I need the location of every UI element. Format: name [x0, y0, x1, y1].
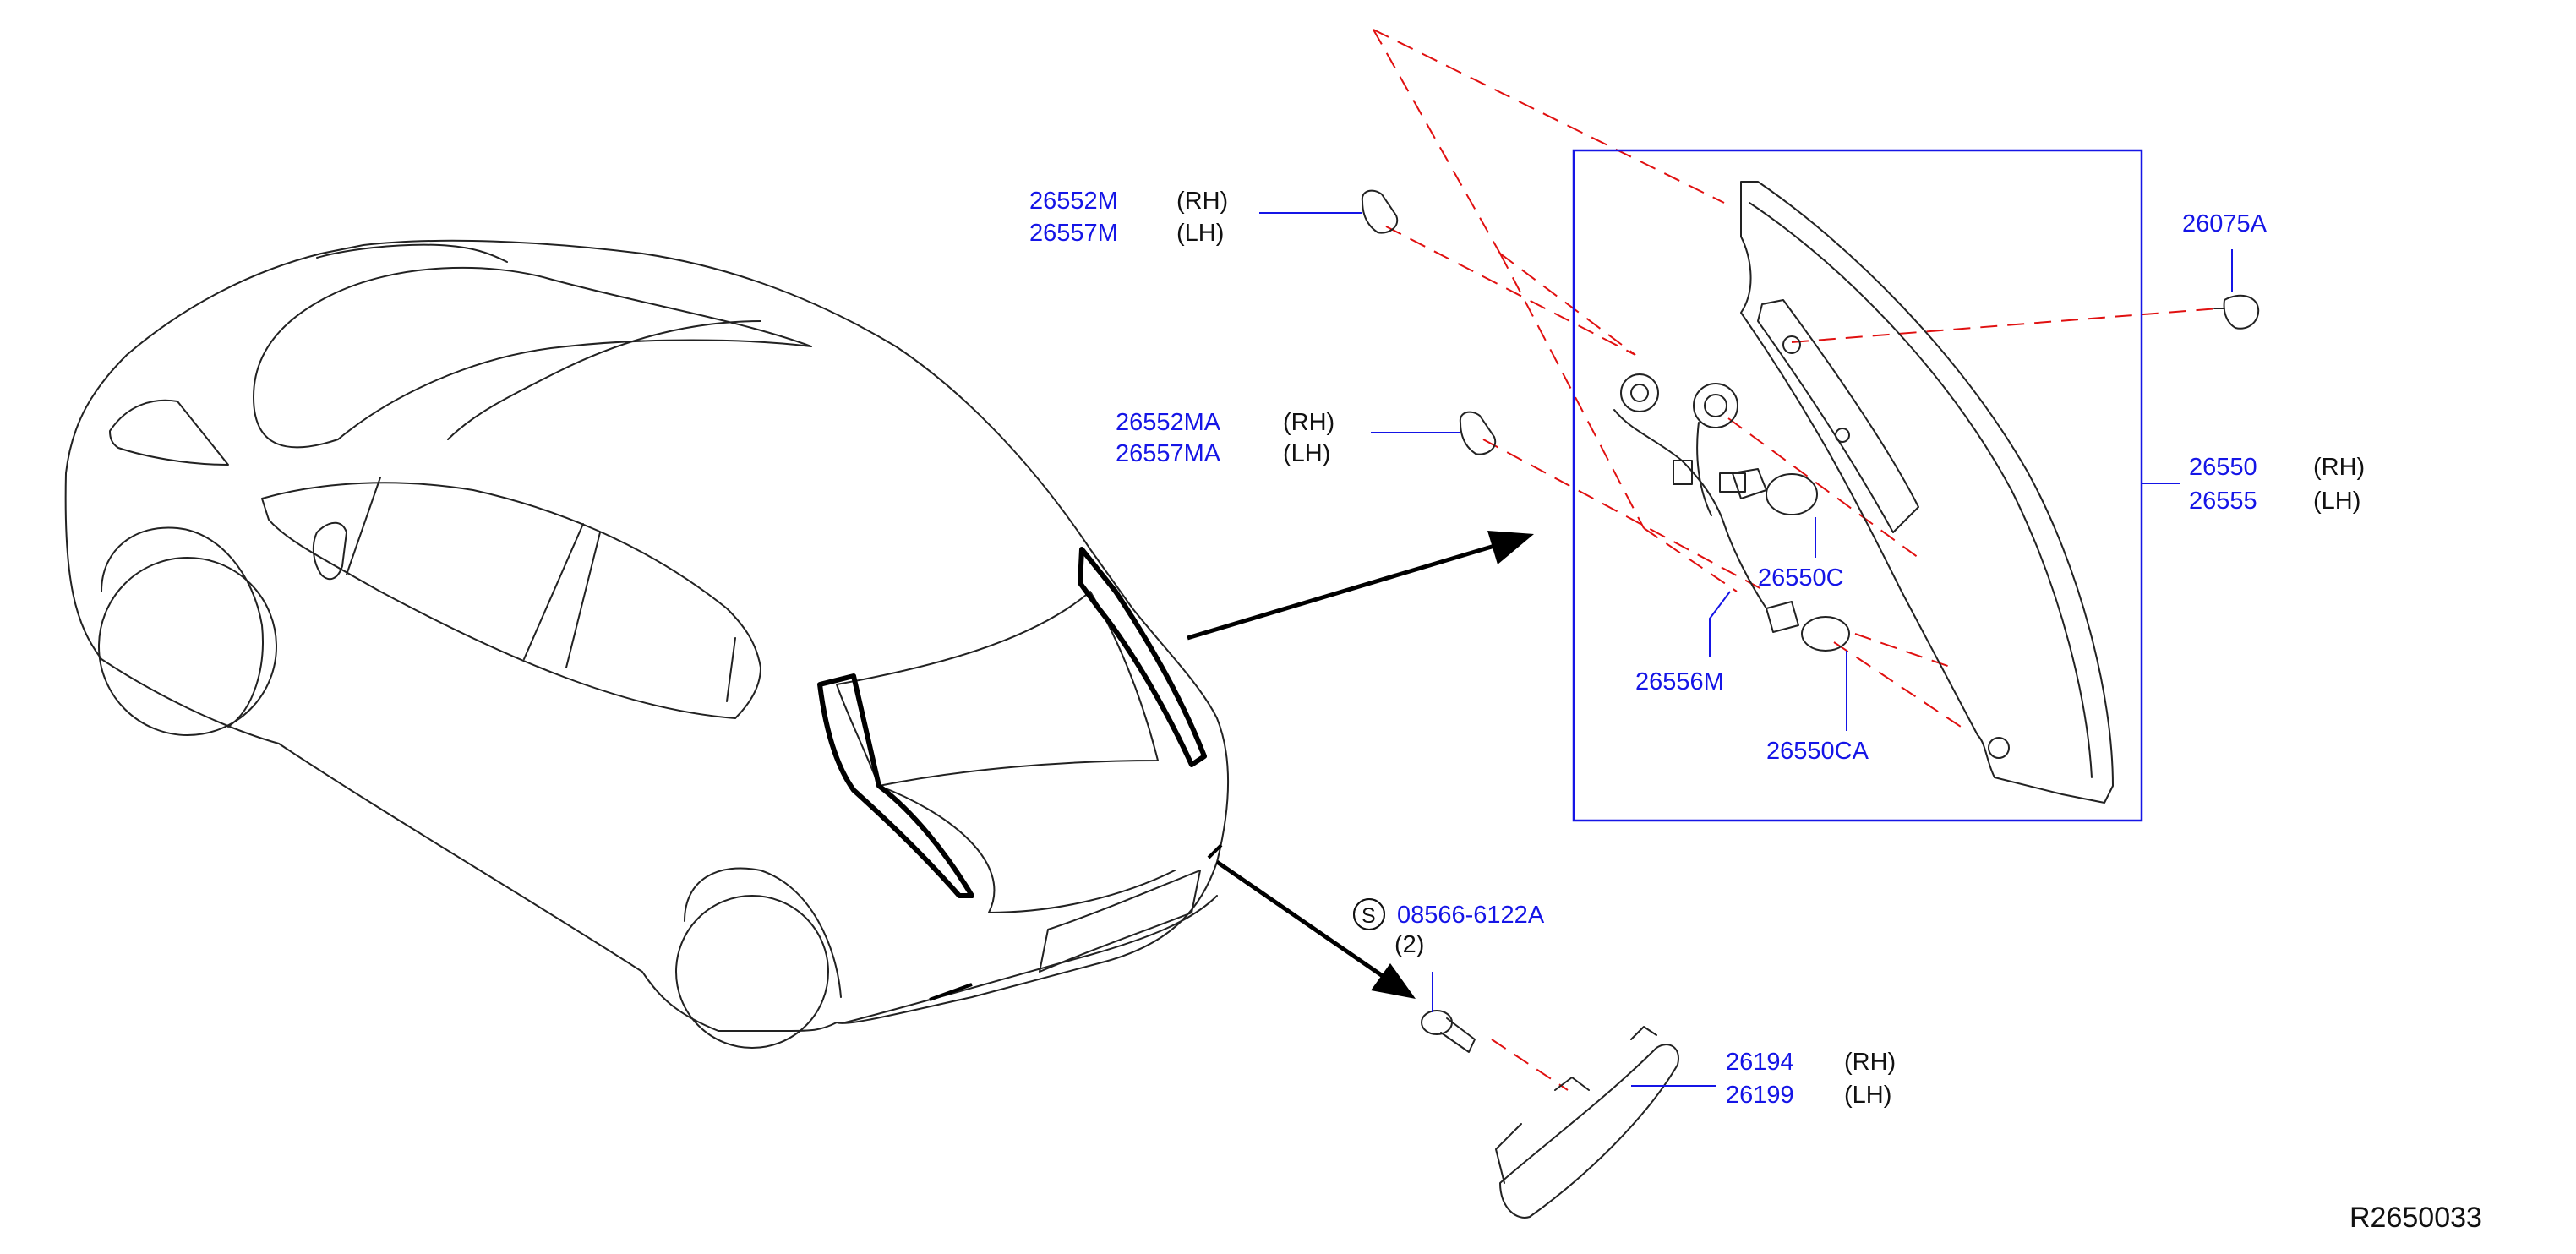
part-number-26556m: 26556M	[1635, 668, 1724, 695]
service-symbol-s: S	[1362, 904, 1376, 928]
detail-view-frame	[1572, 149, 2143, 822]
part-number-26075a: 26075A	[2182, 210, 2268, 237]
side-lh: (LH)	[1176, 220, 1224, 247]
side-rh: (RH)	[1844, 1049, 1896, 1076]
pointer-arrows	[1187, 531, 1534, 999]
part-number-26557m: 26557M	[1029, 220, 1118, 247]
side-lh: (LH)	[2313, 488, 2360, 515]
clip-26552ma	[1459, 411, 1497, 455]
phantom-lines	[1373, 29, 2219, 1091]
side-lh: (LH)	[1283, 440, 1330, 467]
part-number-26552m: 26552M	[1029, 188, 1118, 215]
harness-assembly	[1613, 373, 1850, 652]
part-number-26557ma: 26557MA	[1116, 440, 1221, 467]
service-symbol-circle	[1353, 898, 1385, 930]
highlight-left-lamp	[817, 673, 974, 898]
leader-lines	[1259, 212, 2233, 1087]
tail-lamp-housing	[1740, 181, 2114, 804]
clip-26552m	[1361, 189, 1399, 234]
part-number-26199: 26199	[1726, 1082, 1794, 1109]
part-number-26552ma: 26552MA	[1116, 409, 1221, 436]
part-number-26194: 26194	[1726, 1049, 1794, 1076]
part-number-26550: 26550	[2189, 454, 2257, 481]
part-number-26550c: 26550C	[1758, 564, 1844, 592]
side-rh: (RH)	[2313, 454, 2365, 481]
vehicle-illustration	[64, 239, 1230, 1049]
callout-labels: 26552M (RH) 26557M (LH) 26552MA (RH) 265…	[1029, 188, 2482, 1234]
side-marker-lamp	[1495, 1026, 1679, 1219]
side-lh: (LH)	[1844, 1082, 1891, 1109]
part-number-26555: 26555	[2189, 488, 2257, 515]
part-number-26550ca: 26550CA	[1766, 738, 1869, 765]
side-rh: (RH)	[1176, 188, 1228, 215]
part-number-08566-6122a: 08566-6122A	[1397, 902, 1545, 929]
grommet-26075a	[2213, 294, 2260, 330]
quantity-label: (2)	[1394, 931, 1424, 958]
side-rh: (RH)	[1283, 409, 1334, 436]
diagram-reference-number: R2650033	[2350, 1202, 2482, 1234]
highlight-right-lamp	[1078, 547, 1207, 767]
